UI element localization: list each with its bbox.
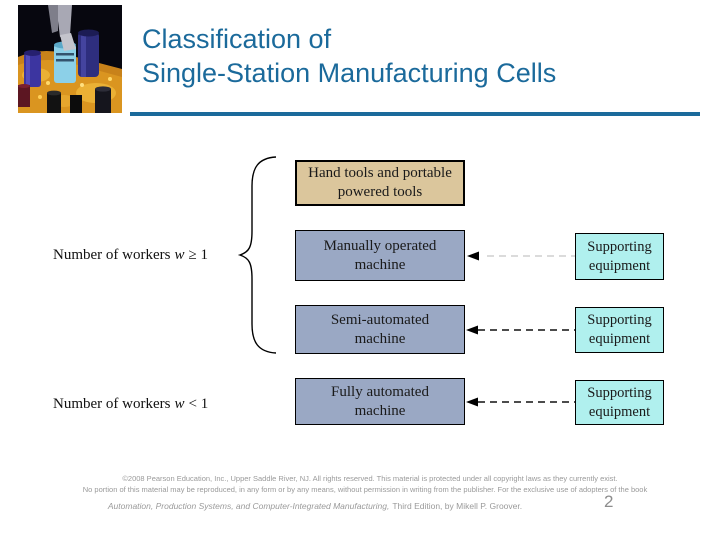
copyright-line-2: No portion of this material may be repro…: [82, 485, 648, 494]
dashed-arrow-2: [466, 325, 575, 335]
copyright-line-1: ©2008 Pearson Education, Inc., Upper Sad…: [122, 474, 618, 483]
page-number: 2: [604, 492, 614, 511]
semi-automated-box: Semi-automated machine: [295, 305, 465, 354]
supporting-equipment-box-3: Supporting equipment: [575, 380, 664, 425]
gripper-tool-icon: [48, 5, 76, 51]
supporting-equipment-box-1: Supporting equipment: [575, 233, 664, 280]
fully-automated-box: Fully automated machine: [295, 378, 465, 425]
manually-operated-box: Manually operated machine: [295, 230, 465, 281]
slide-title-line1: Classification of: [142, 24, 332, 54]
capacitor-red-icon: [18, 84, 30, 107]
book-citation: Automation, Production Systems, and Comp…: [0, 500, 630, 512]
workers-label-1-variable: w: [174, 247, 185, 263]
workers-label-1-condition: ≥ 1: [188, 247, 208, 263]
small-components: [47, 86, 111, 113]
hand-tools-box: Hand tools and portable powered tools: [295, 160, 465, 206]
curly-brace: [237, 156, 277, 354]
book-citation-edition: Third Edition, by Mikell P. Groover.: [392, 501, 523, 511]
workers-label-2-variable: w: [174, 396, 185, 412]
workers-label-2-condition: < 1: [188, 396, 209, 412]
title-underline: [130, 112, 700, 116]
slide-title: Classification of Single-Station Manufac…: [142, 22, 556, 90]
dashed-arrow-3: [466, 397, 575, 407]
dashed-arrow-1: [467, 251, 575, 261]
capacitor-purple-icon: [24, 50, 41, 87]
workers-label-1-prefix: Number of workers: [53, 247, 171, 263]
supporting-equipment-box-2: Supporting equipment: [575, 307, 664, 353]
slide-title-line2: Single-Station Manufacturing Cells: [142, 58, 557, 88]
book-citation-title: Automation, Production Systems, and Comp…: [107, 501, 390, 511]
circuit-board-photo: [18, 5, 122, 113]
workers-label-2-prefix: Number of workers: [53, 396, 171, 412]
capacitor-navy-icon: [78, 29, 99, 77]
